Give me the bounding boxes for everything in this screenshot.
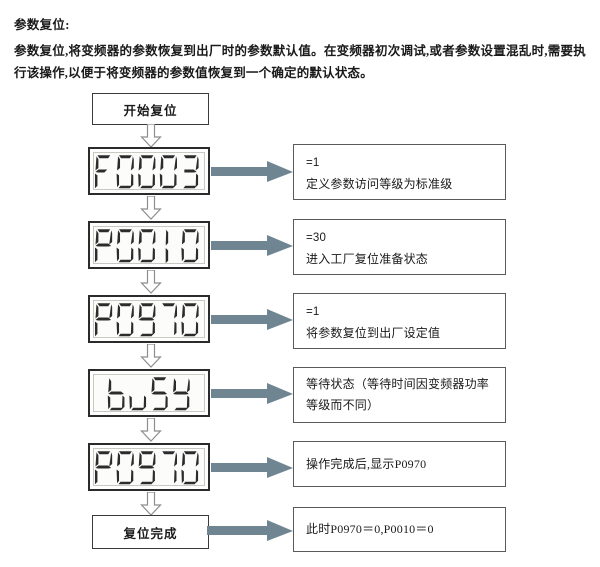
note-text-3: 将参数复位到出厂设定值 — [306, 326, 441, 340]
note-text-4: 等待状态（等待时间因变频器功率等级而不同） — [306, 377, 490, 412]
right-arrow-3 — [211, 309, 293, 330]
note-box-4: 等待状态（等待时间因变频器功率等级而不同） — [293, 367, 506, 423]
seven-segment-P0970 — [94, 303, 199, 337]
flow-end-box: 复位完成 — [92, 515, 209, 549]
flow-start-label: 开始复位 — [123, 103, 178, 118]
seven-segment-P0010 — [94, 229, 199, 264]
display-module-3 — [88, 295, 210, 343]
display-module-4 — [88, 369, 210, 417]
down-arrow-4 — [140, 344, 162, 368]
display-screen-3 — [93, 300, 205, 338]
flow-end-label: 复位完成 — [123, 526, 178, 541]
note-text-end: 此时P0970＝0,P0010＝0 — [306, 522, 434, 536]
note-value-2: =30 — [306, 232, 327, 244]
note-box-5: 操作完成后,显示P0970 — [293, 441, 506, 487]
right-arrow-6 — [207, 520, 293, 541]
note-text-2: 进入工厂复位准备状态 — [306, 252, 429, 266]
reset-flowchart: 开始复位 — [0, 90, 600, 567]
note-box-1: =1 定义参数访问等级为标准级 — [293, 144, 506, 200]
seven-segment-P0970-final — [94, 451, 199, 485]
display-screen-4 — [93, 374, 205, 412]
flow-start-box: 开始复位 — [92, 93, 209, 125]
note-text-1: 定义参数访问等级为标准级 — [306, 177, 453, 191]
note-value-1: =1 — [306, 157, 320, 169]
seven-segment-F0003 — [94, 155, 199, 189]
down-arrow-2 — [140, 196, 162, 220]
down-arrow-5 — [140, 418, 162, 442]
note-box-3: =1 将参数复位到出厂设定值 — [293, 293, 506, 349]
right-arrow-4 — [211, 383, 293, 404]
down-arrow-3 — [140, 270, 162, 294]
seven-segment-buSY — [107, 377, 190, 411]
right-arrow-5 — [211, 457, 293, 478]
display-module-2 — [88, 221, 210, 269]
display-module-5 — [88, 443, 210, 491]
display-screen-5 — [93, 448, 205, 486]
intro-paragraph: 参数复位,将变频器的参数恢复到出厂时的参数默认值。在变频器初次调试,或者参数设置… — [14, 44, 586, 80]
right-arrow-2 — [211, 235, 293, 256]
display-screen-2 — [93, 226, 205, 264]
down-arrow-6 — [140, 492, 162, 516]
note-box-2: =30 进入工厂复位准备状态 — [293, 219, 506, 275]
down-arrow-1 — [140, 124, 162, 148]
display-screen-1 — [93, 152, 205, 190]
note-box-end: 此时P0970＝0,P0010＝0 — [293, 507, 506, 552]
note-text-5: 操作完成后,显示P0970 — [306, 456, 427, 471]
page-title: 参数复位: — [14, 18, 70, 32]
right-arrow-1 — [211, 161, 293, 182]
note-value-3: =1 — [306, 306, 320, 318]
display-module-1 — [88, 147, 210, 195]
